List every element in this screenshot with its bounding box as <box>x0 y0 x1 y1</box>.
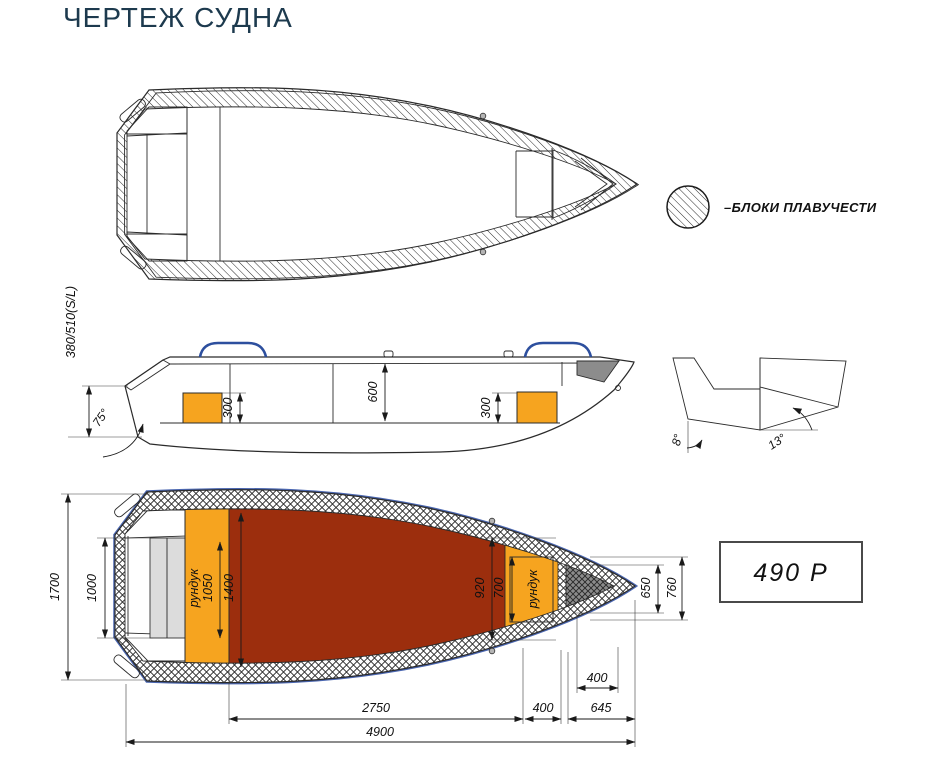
dim-bow-locker-width: 700 <box>492 578 506 599</box>
model-badge-box <box>719 541 863 603</box>
aft-locker-side <box>182 392 223 424</box>
legend: –БЛОКИ ПЛАВУЧЕСТИ <box>666 185 877 229</box>
dim-aft-locker-height: 300 <box>221 398 235 419</box>
dim-cockpit-length: 2750 <box>361 701 390 715</box>
stern-corner-handle-bottom <box>113 654 140 679</box>
dim-transom-width: 1000 <box>85 574 99 602</box>
stern-corner-handle-top <box>119 98 146 123</box>
top-view-structure <box>127 107 614 261</box>
top-hull <box>117 87 637 281</box>
page-title: ЧЕРТЕЖ СУДНА <box>63 2 293 33</box>
top-plan-view <box>116 87 639 282</box>
bottom-plan-view: 1700 1000 рундук 1050 1400 920 700 <box>48 487 688 747</box>
bottom-view-dimensions: 1700 1000 рундук 1050 1400 920 700 <box>48 493 688 747</box>
dim-bow-cockpit-width: 920 <box>473 578 487 599</box>
grab-rail-aft <box>198 341 268 358</box>
dim-bow-width-outer: 760 <box>665 578 679 599</box>
dim-overall-beam: 1700 <box>48 573 62 601</box>
side-view-structure <box>160 362 621 424</box>
side-view-dimensions: 380/510(S/L) 75° 600 300 300 <box>64 286 517 458</box>
cross-section-view: 8° 13° <box>669 357 847 453</box>
cleat-icon <box>479 248 487 256</box>
dim-bow-width-inner: 650 <box>639 578 653 599</box>
dim-bow-deck-length: 645 <box>591 701 612 715</box>
bow-deck-wedge <box>576 360 620 383</box>
section-bow-half <box>759 357 847 431</box>
buoyancy-block-symbol-icon <box>666 185 710 229</box>
cleat-icon <box>503 350 514 358</box>
dim-bow-hatch-length: 400 <box>587 671 608 685</box>
bow-locker-side <box>516 391 558 424</box>
dim-aft-deadrise: 8° <box>669 432 686 447</box>
dim-bow-locker-length: 400 <box>533 701 554 715</box>
model-badge: 490 Р <box>719 541 863 603</box>
side-hull <box>124 356 635 454</box>
top-gunwale-hatch-band <box>117 87 637 281</box>
stern-corner-handle-top <box>114 493 141 518</box>
cleat-icon <box>383 350 394 358</box>
dim-aft-locker-width: 1050 <box>201 574 215 602</box>
section-dimensions: 8° 13° <box>669 407 818 453</box>
cleat-icon <box>488 517 496 525</box>
section-aft-half <box>672 357 761 431</box>
dim-overall-length: 4900 <box>366 725 394 739</box>
side-view: 380/510(S/L) 75° 600 300 300 <box>64 286 635 458</box>
cleat-icon <box>488 647 496 655</box>
transom-platform <box>149 537 186 639</box>
transom-plate <box>124 359 171 391</box>
model-badge-label: 490 Р <box>753 559 828 587</box>
dim-transom-height: 380/510(S/L) <box>64 286 78 358</box>
grab-rail-bow <box>523 341 593 358</box>
cleat-icon <box>479 112 487 120</box>
dim-bow-locker-height: 300 <box>479 398 493 419</box>
dim-cockpit-depth: 600 <box>366 382 380 403</box>
label-aft-locker: рундук <box>187 568 201 609</box>
dim-main-deadrise: 13° <box>765 431 788 453</box>
label-bow-locker: рундук <box>526 569 540 610</box>
dim-cockpit-width: 1400 <box>222 574 236 602</box>
dim-transom-angle: 75° <box>90 406 112 429</box>
stern-corner-handle-bottom <box>120 245 147 270</box>
legend-label: –БЛОКИ ПЛАВУЧЕСТИ <box>724 200 877 215</box>
